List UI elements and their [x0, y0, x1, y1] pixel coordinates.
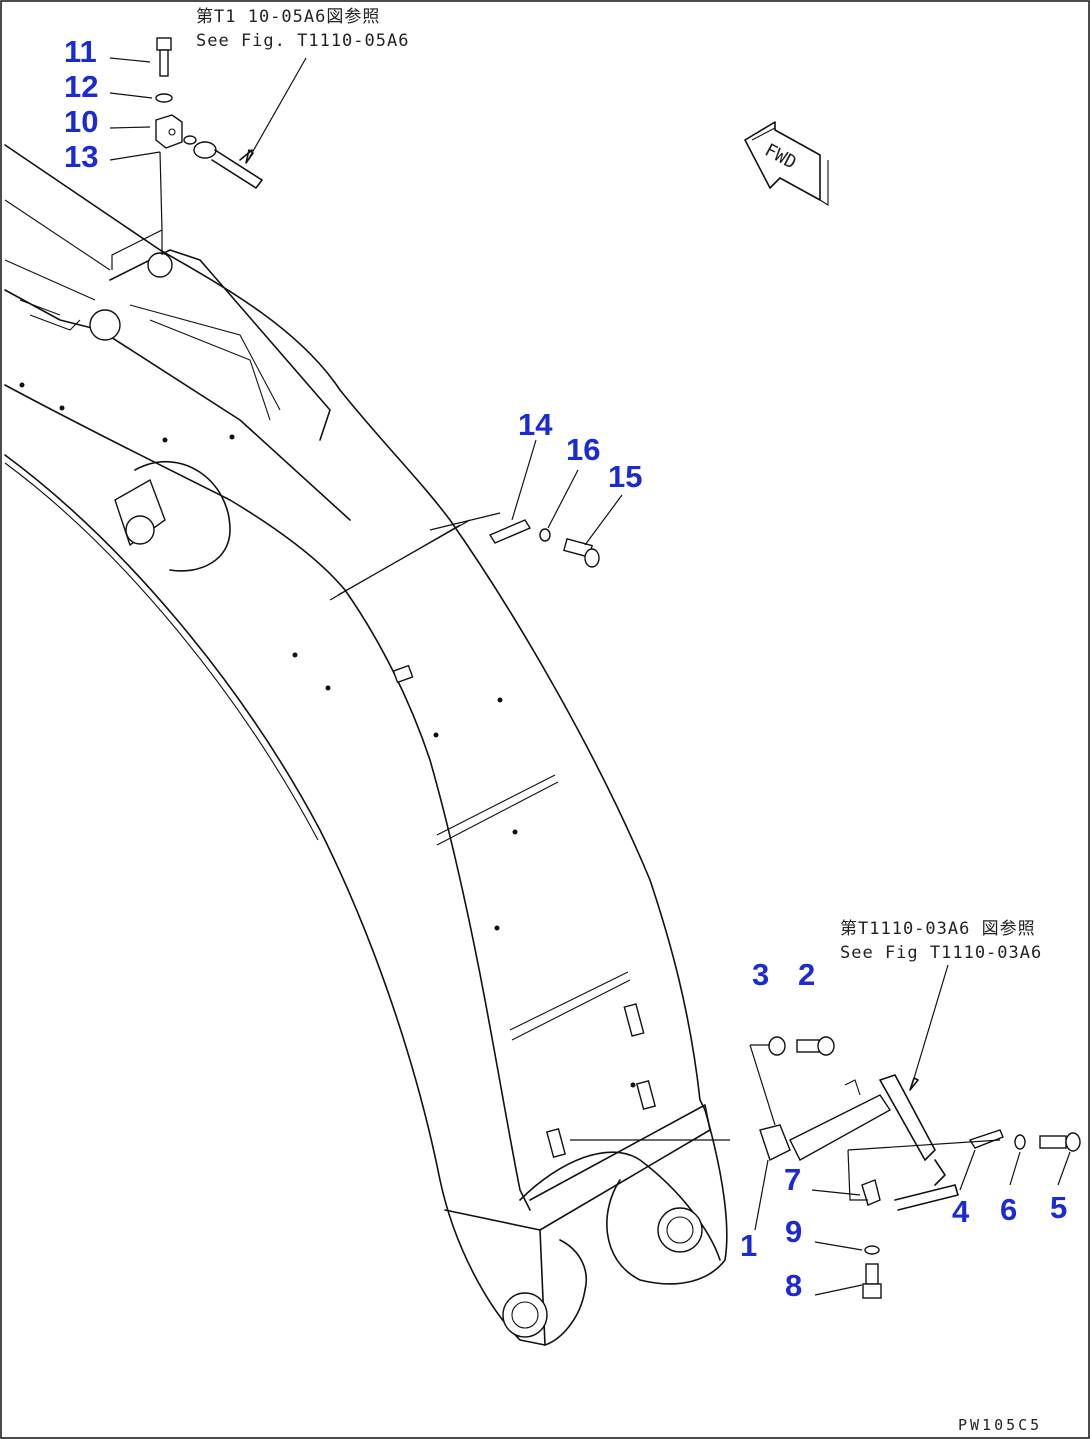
callout-16: 16 — [566, 432, 600, 467]
callout-15: 15 — [608, 459, 642, 494]
bottom-reference-en: See Fig T1110-03A6 — [840, 943, 1042, 963]
callout-1: 1 — [740, 1228, 757, 1263]
bolt-2-head — [817, 1036, 835, 1056]
bolt-2-shank — [796, 1039, 820, 1053]
clip-14 — [488, 519, 532, 544]
callout-8: 8 — [785, 1268, 802, 1303]
callout-13: 13 — [64, 139, 98, 174]
callout-12: 12 — [64, 69, 98, 104]
callout-4: 4 — [952, 1194, 970, 1229]
bolt-8-head — [862, 1283, 882, 1299]
callout-9: 9 — [785, 1214, 802, 1249]
bolt-11-shank — [159, 49, 169, 77]
washer-12 — [155, 93, 173, 103]
bottom-reference-jp: 第T1110-03A6 図参照 — [840, 919, 1036, 939]
callout-5: 5 — [1050, 1190, 1067, 1225]
bolt-8-shank — [865, 1263, 879, 1285]
washer-3 — [768, 1036, 786, 1056]
clip-4 — [968, 1129, 1004, 1149]
washer-6 — [1014, 1134, 1026, 1150]
callout-11: 11 — [64, 34, 97, 69]
callout-10: 10 — [64, 104, 98, 139]
top-clamp-parts — [109, 37, 307, 270]
bolt-5-head — [1065, 1132, 1081, 1152]
washer-9 — [864, 1245, 880, 1255]
forward-arrow-icon: FWD — [744, 121, 829, 206]
callout-numbers: 11 12 10 13 14 16 15 3 2 7 4 6 5 9 1 8 — [64, 34, 1067, 1303]
callout-6: 6 — [1000, 1192, 1017, 1227]
bolt-5-shank — [1039, 1135, 1067, 1149]
middle-clip-parts — [429, 439, 623, 568]
callout-14: 14 — [518, 407, 553, 442]
washer-16 — [539, 528, 551, 542]
fwd-label: FWD — [761, 140, 800, 174]
callout-2: 2 — [798, 957, 815, 992]
callout-7: 7 — [784, 1162, 801, 1197]
boom-body — [4, 144, 728, 1346]
top-reference-en: See Fig. T1110-05A6 — [196, 31, 409, 51]
callout-3: 3 — [752, 957, 769, 992]
bottom-bracket-parts — [570, 964, 1081, 1299]
bracket-1 — [759, 1124, 791, 1161]
drawing-code: PW105C5 — [958, 1416, 1042, 1434]
bolt-11-head — [156, 37, 172, 51]
top-reference-jp: 第T1 10-05A6図参照 — [196, 7, 380, 27]
plate-7 — [789, 1094, 892, 1161]
bolt-15-head — [584, 548, 600, 568]
